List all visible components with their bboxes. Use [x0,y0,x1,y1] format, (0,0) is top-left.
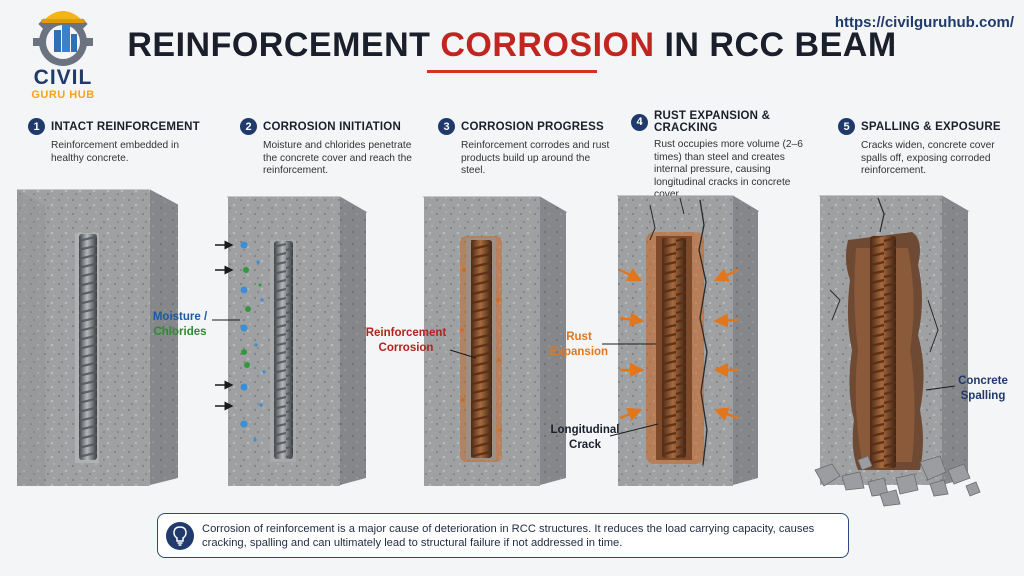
block-progress [422,196,568,486]
step-description: Moisture and chlorides penetrate the con… [263,140,412,176]
block-spalling [814,195,981,507]
label-longitudinal: Longitudinal [550,424,620,436]
step-5: 5 SPALLING & EXPOSURE Cracks widen, concr… [838,118,1018,178]
expansion-arrows [619,268,739,422]
lightbulb-icon [158,516,202,556]
civil-guru-hub-logo: CIVIL GURU HUB [10,4,116,104]
website-link[interactable]: https://civilguruhub.com/ [834,14,1014,31]
longitudinal-crack [698,199,708,466]
step-description: Reinforcement corrodes and rust products… [461,140,610,176]
page-title: REINFORCEMENT CORROSION IN RCC BEAM [0,26,1024,65]
logo-text-guru-hub: GURU HUB [31,89,95,101]
block-cracking [602,195,760,486]
step-1: 1 INTACT REINFORCEMENT Reinforcement embe… [28,118,208,165]
step-title: INTACT REINFORCEMENT [51,120,200,133]
step-description: Reinforcement embedded in healthy concre… [51,140,179,164]
block-initiation [212,196,368,486]
chloride-particles [241,267,262,368]
label-chlorides: Chlorides [153,326,207,338]
step-2: 2 CORROSION INITIATION Moisture and chlor… [240,118,420,178]
step-number-badge: 2 [240,118,257,135]
title-part-2: IN RCC BEAM [654,26,897,64]
step-title: SPALLING & EXPOSURE [861,120,1001,133]
step-number-badge: 3 [438,118,455,135]
step-4: 4 RUST EXPANSION & CRACKING Rust occupies… [631,110,821,202]
gear-building-icon [33,11,93,66]
logo-text-civil: CIVIL [33,66,93,89]
step-number-badge: 1 [28,118,45,135]
label-rust: Rust [566,331,592,343]
label-moisture: Moisture / [152,311,208,323]
step-number-badge: 4 [631,113,648,131]
info-note-box: Corrosion of reinforcement is a major ca… [157,513,849,558]
step-title: CORROSION PROGRESS [461,120,604,133]
label-reinforcement: Reinforcement [365,327,447,339]
label-concrete: Concrete [958,375,1008,387]
step-3: 3 CORROSION PROGRESS Reinforcement corrod… [438,118,618,178]
title-part-1: REINFORCEMENT [127,26,441,64]
step-number-badge: 5 [838,118,855,135]
step-title: CORROSION INITIATION [263,120,401,133]
step-description: Cracks widen, concrete cover spalls off,… [861,140,995,176]
block-intact [16,189,179,486]
moisture-droplets [240,241,266,442]
info-note-text: Corrosion of reinforcement is a major ca… [202,522,815,549]
step-title: RUST EXPANSION & CRACKING [654,110,771,134]
label-spalling: Spalling [960,390,1006,402]
title-accent: CORROSION [440,26,655,64]
label-crack: Crack [569,439,601,451]
label-corrosion: Corrosion [378,342,434,354]
debris-pieces [814,455,981,507]
title-underline [427,70,597,73]
step-description: Rust occupies more volume (2–6 times) th… [654,139,803,200]
label-expansion: Expansion [549,346,609,358]
